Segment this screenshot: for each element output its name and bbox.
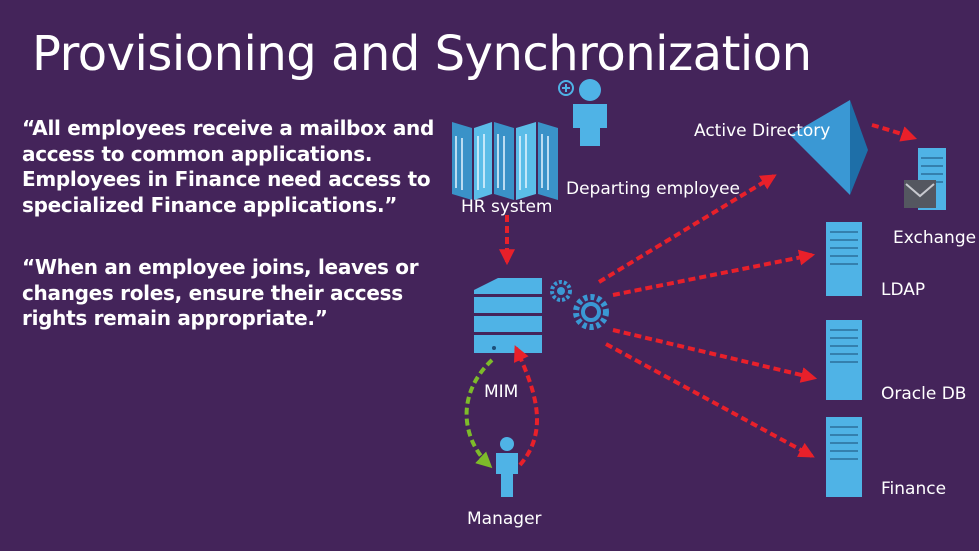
mim-label: MIM <box>484 382 519 402</box>
slide-title: Provisioning and Synchronization <box>32 26 812 82</box>
arrow-mim-to-oracle <box>612 328 818 383</box>
arrow-mim-to-exchange <box>612 249 816 297</box>
departing-employee-label: Departing employee <box>566 179 741 199</box>
oracle-db-label: Oracle DB <box>881 384 967 404</box>
arrow-ad-to-exchange <box>871 123 918 142</box>
manager-icon <box>496 437 518 497</box>
arrow-manager-to-mim <box>513 345 540 467</box>
arrow-mim-to-finance <box>605 342 815 458</box>
finance-label: Finance <box>881 479 947 499</box>
exchange-label: Exchange <box>893 228 977 248</box>
quote-lifecycle: “When an employee joins, leaves or chang… <box>22 255 419 330</box>
ldap-label: LDAP <box>881 280 926 300</box>
finance-server-icon <box>826 417 862 497</box>
quote-requirements: “All employees receive a mailbox and acc… <box>22 116 435 217</box>
active-directory-label: Active Directory <box>694 121 831 141</box>
arrow-mim-to-ad <box>597 174 777 284</box>
departing-employee-icon <box>558 79 607 146</box>
active-directory-icon <box>790 100 868 195</box>
hr-system-icon <box>452 122 558 200</box>
mim-server-icon <box>474 278 542 353</box>
exchange-server-icon-2 <box>826 222 862 296</box>
exchange-server-icon <box>904 148 946 210</box>
manager-label: Manager <box>467 509 542 529</box>
oracle-server-icon <box>826 320 862 400</box>
arrow-mim-to-manager <box>464 358 494 469</box>
gear-icon <box>573 294 609 330</box>
hr-system-label: HR system <box>461 197 553 217</box>
gear-icon <box>550 280 572 302</box>
